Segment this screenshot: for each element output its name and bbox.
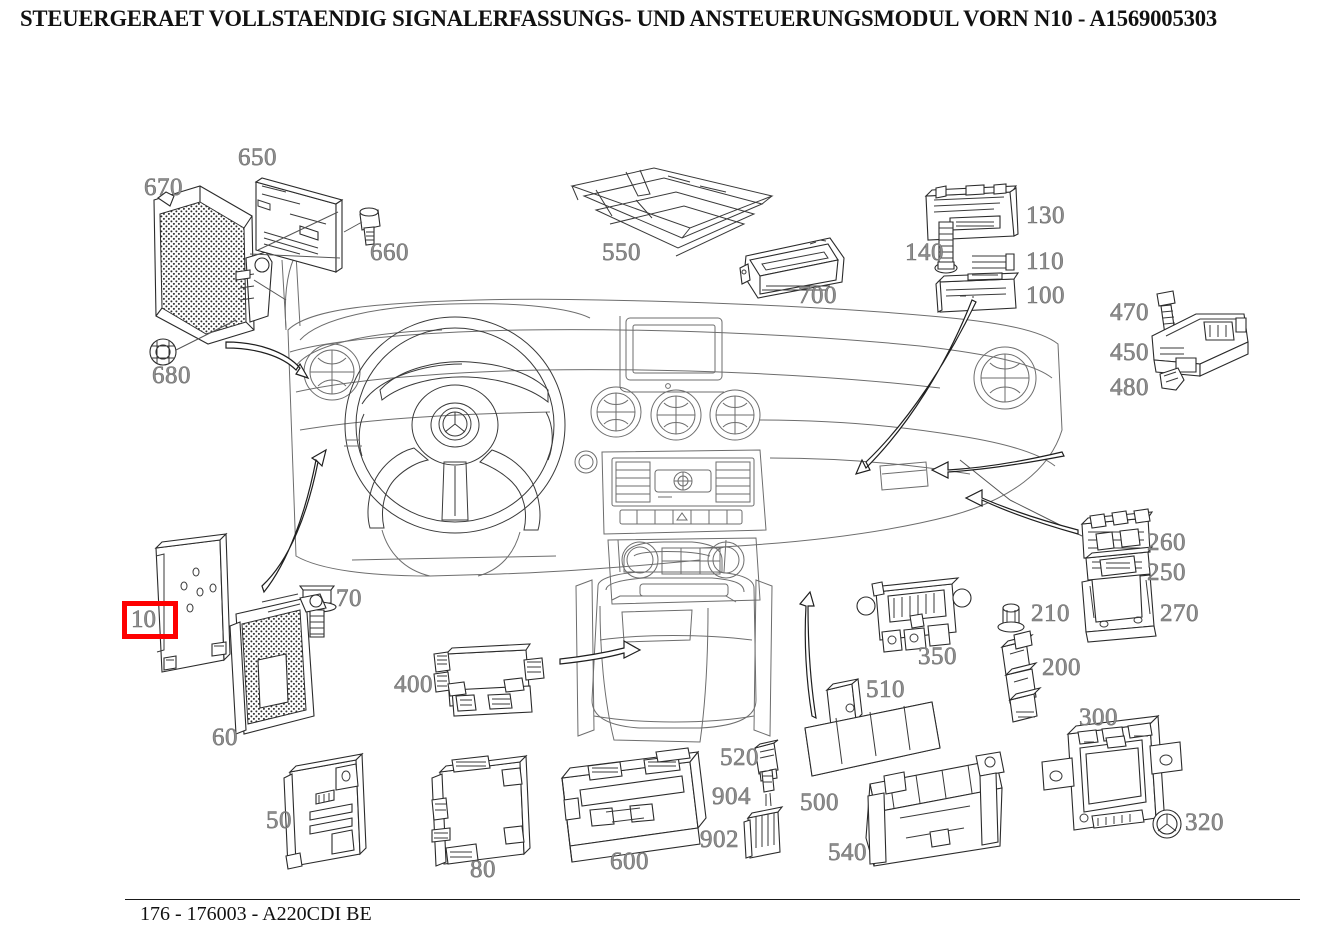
- part-680-grommet: [149, 338, 177, 366]
- callout-250: 250: [1147, 559, 1186, 586]
- callout-510: 510: [866, 676, 905, 703]
- installation-arrows: [225, 299, 1079, 720]
- leader-lines: [175, 211, 1083, 537]
- part-904-pin: [761, 769, 775, 807]
- callout-100: 100: [1026, 282, 1065, 309]
- part-480-clip: [1159, 367, 1185, 391]
- callout-650: 650: [238, 144, 277, 171]
- part-140-bolt: [934, 221, 958, 274]
- callout-680: 680: [152, 362, 191, 389]
- part-450-control-unit: [1151, 313, 1249, 377]
- part-110-antenna-strip: [972, 253, 1015, 271]
- callout-130: 130: [1026, 202, 1065, 229]
- part-80-control-unit: [431, 754, 531, 867]
- callout-500: 500: [800, 789, 839, 816]
- part-260-connector-board: [1080, 508, 1154, 559]
- callout-400: 400: [394, 671, 433, 698]
- part-350-fuse-module: [856, 577, 972, 653]
- dashboard-illustration: [281, 253, 1063, 743]
- part-270-bracket: [1081, 574, 1157, 643]
- callout-470: 470: [1110, 299, 1149, 326]
- page-title: STEUERGERAET VOLLSTAENDIG SIGNALERFASSUN…: [20, 6, 1217, 31]
- callout-200: 200: [1042, 654, 1081, 681]
- steering-wheel: [344, 316, 566, 534]
- part-200-relay-stack: [1000, 630, 1042, 723]
- callout-60: 60: [212, 724, 238, 751]
- callout-600: 600: [610, 848, 649, 875]
- callout-700: 700: [798, 282, 837, 309]
- part-300-display-unit: [1041, 714, 1183, 831]
- callout-10-highlighted: 10: [131, 606, 157, 634]
- part-100-head-unit: [935, 272, 1020, 313]
- front-seat: [591, 539, 757, 729]
- part-550-insulation-mat: [570, 167, 774, 257]
- part-60-perforated-bracket: [229, 593, 327, 735]
- part-400-module: [433, 643, 545, 717]
- part-10-front-signal-module: [154, 532, 231, 673]
- part-250-module: [1084, 546, 1154, 581]
- part-700-amplifier-unit: [739, 237, 845, 299]
- part-320-badge: [1152, 809, 1182, 839]
- part-520-relay: [754, 739, 779, 782]
- callout-902: 902: [700, 826, 739, 853]
- callout-480: 480: [1110, 374, 1149, 401]
- callout-550: 550: [602, 239, 641, 266]
- callout-260: 260: [1147, 529, 1186, 556]
- part-50-control-unit: [283, 752, 367, 870]
- callout-210: 210: [1031, 600, 1070, 627]
- footer-caption: 176 - 176003 - A220CDI BE: [140, 903, 372, 925]
- callout-110: 110: [1026, 248, 1065, 275]
- part-650-control-module-board: [254, 177, 344, 274]
- callout-70: 70: [336, 585, 362, 612]
- callout-520: 520: [720, 744, 759, 771]
- callout-450: 450: [1110, 339, 1149, 366]
- callout-320: 320: [1185, 809, 1224, 836]
- callout-140: 140: [905, 239, 944, 266]
- callout-670: 670: [144, 174, 183, 201]
- part-600-module-box: [560, 747, 707, 863]
- part-902-connector: [743, 806, 784, 859]
- callout-904: 904: [712, 783, 751, 810]
- highlight-selection-box[interactable]: [122, 601, 178, 639]
- callout-80: 80: [470, 856, 496, 883]
- part-500-wiring-harness: [804, 701, 941, 777]
- callout-300: 300: [1079, 704, 1118, 731]
- footer-divider: [125, 899, 1300, 900]
- callout-350: 350: [918, 643, 957, 670]
- callout-270: 270: [1160, 600, 1199, 627]
- part-210-nut: [997, 603, 1025, 633]
- part-540-cross-member: [865, 751, 1005, 867]
- part-670-cover-panel: [153, 185, 273, 345]
- callout-540: 540: [828, 839, 867, 866]
- part-660-screw: [359, 207, 381, 246]
- callout-660: 660: [370, 239, 409, 266]
- callout-50: 50: [266, 807, 292, 834]
